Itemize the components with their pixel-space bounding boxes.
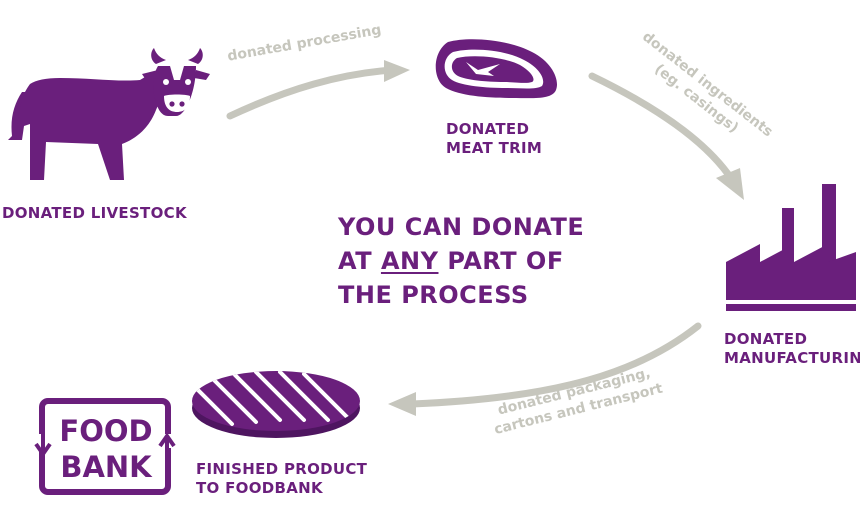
factory-icon: [726, 184, 856, 311]
foodbank-logo-line1: FOOD: [59, 414, 152, 448]
foodbank-logo-line2: BANK: [60, 450, 153, 484]
arrow-ingredients: [588, 72, 744, 200]
label-donated-meat-trim: DONATED MEAT TRIM: [446, 120, 543, 157]
patty-icon: [192, 371, 360, 438]
label-donated-ingredients: donated ingredients (eg. casings): [639, 29, 775, 141]
label-donated-livestock: DONATED LIVESTOCK: [2, 204, 187, 222]
label-finished-product: FINISHED PRODUCT TO FOODBANK: [196, 460, 368, 497]
svg-text:donated ingredients: donated ingredients: [639, 29, 775, 141]
steak-icon: [435, 39, 557, 99]
label-donated-manufacturing: DONATED MANUFACTURIN: [724, 330, 860, 367]
arrow-processing: [226, 60, 410, 120]
cow-face-detail: [163, 66, 191, 112]
arrow-packaging: [388, 322, 702, 416]
foodbank-logo: FOOD BANK: [34, 398, 176, 495]
center-message: YOU CAN DONATE AT ANY PART OF THE PROCES…: [338, 213, 585, 309]
